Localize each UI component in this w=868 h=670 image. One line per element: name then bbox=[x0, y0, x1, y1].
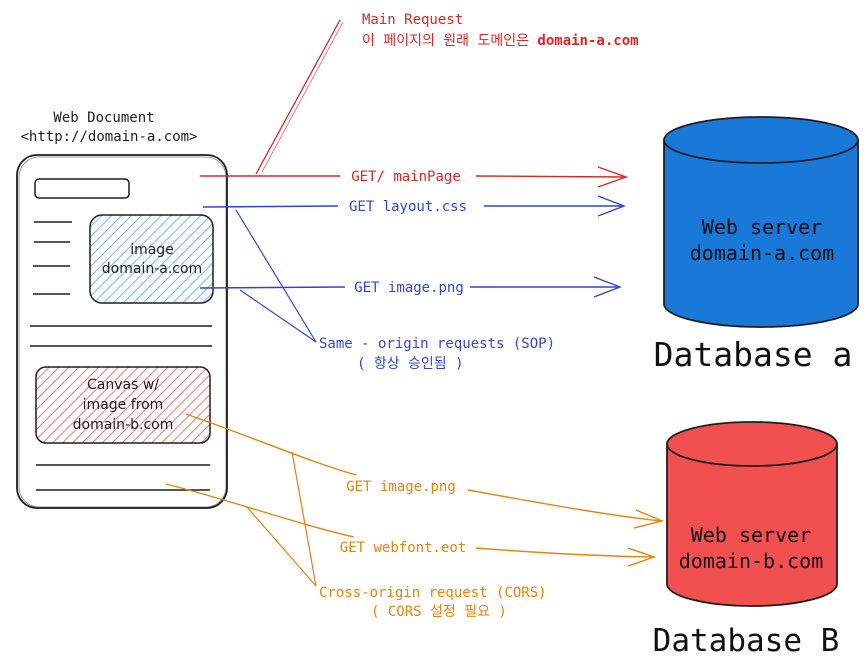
database-b-top bbox=[666, 421, 838, 467]
sop-pointer-1 bbox=[235, 209, 317, 343]
server-b-line2: domain-b.com bbox=[679, 549, 824, 573]
web-document-title: Web Document bbox=[53, 110, 154, 126]
document-frame bbox=[16, 154, 228, 509]
database-b: Web server domain-b.com Database B bbox=[653, 421, 840, 659]
request-label-mainpage: GET/ mainPage bbox=[351, 169, 461, 185]
canvas-box-line3: domain-b.com bbox=[73, 417, 174, 433]
cors-note-line2: ( CORS 설정 필요 ) bbox=[371, 604, 507, 620]
request-label-layout-css: GET layout.css bbox=[349, 199, 467, 215]
arrowhead-webfont bbox=[627, 547, 657, 567]
database-b-body bbox=[666, 443, 838, 607]
database-a-top bbox=[663, 116, 859, 164]
database-a-caption: Database a bbox=[654, 335, 853, 374]
web-document-url: <http://domain-a.com> bbox=[20, 129, 197, 145]
document-text-lines-bottom bbox=[36, 464, 210, 491]
main-request-callout: Main Request 이 페이지의 원래 도메인은 domain-a.com bbox=[255, 12, 639, 175]
main-request-description: 이 페이지의 원래 도메인은 domain-a.com bbox=[362, 33, 639, 49]
arrow-mainpage bbox=[475, 175, 625, 178]
main-request-desc-domain: domain-a.com bbox=[537, 33, 638, 49]
arrow-image-b bbox=[467, 489, 661, 522]
main-request-desc-prefix: 이 페이지의 원래 도메인은 bbox=[362, 33, 537, 49]
arrowhead-image-b bbox=[633, 509, 665, 529]
arrowhead-mainpage bbox=[597, 166, 629, 188]
main-request-pointer bbox=[255, 19, 341, 175]
cors-note-line1: Cross-origin request (CORS) bbox=[319, 585, 547, 601]
same-origin-arrows: GET/ mainPage GET layout.css GET image.p… bbox=[199, 166, 629, 372]
canvas-box-line2: image from bbox=[83, 397, 164, 413]
canvas-box-line1: Canvas w/ bbox=[87, 377, 159, 393]
server-a-line2: domain-a.com bbox=[690, 241, 835, 265]
sop-note-line1: Same - origin requests (SOP) bbox=[319, 336, 555, 352]
database-a: Web server domain-a.com Database a bbox=[654, 116, 859, 374]
request-label-webfont: GET webfont.eot bbox=[340, 540, 466, 556]
web-document: Web Document <http://domain-a.com> image… bbox=[16, 110, 228, 509]
database-a-body bbox=[663, 139, 859, 328]
canvas-box bbox=[35, 366, 211, 444]
database-b-caption: Database B bbox=[653, 623, 840, 659]
arrowhead-layout-css bbox=[597, 195, 626, 217]
image-box-line2: domain-a.com bbox=[102, 261, 202, 277]
cors-pointer-2 bbox=[245, 505, 317, 587]
server-b-line1: Web server bbox=[691, 523, 811, 547]
arrow-webfont bbox=[475, 547, 653, 558]
cors-pointer-1 bbox=[291, 451, 317, 587]
cross-origin-arrows: GET image.png GET webfont.eot Cross-orig… bbox=[165, 413, 665, 620]
request-label-image-a: GET image.png bbox=[354, 280, 464, 296]
document-text-lines-top bbox=[30, 221, 212, 347]
image-box-line1: image bbox=[130, 242, 174, 258]
main-request-title: Main Request bbox=[362, 12, 463, 28]
sop-note-line2: ( 항상 승인됨 ) bbox=[357, 356, 464, 372]
request-label-image-b: GET image.png bbox=[346, 479, 456, 495]
sop-pointer-2 bbox=[239, 289, 317, 343]
server-a-line1: Web server bbox=[702, 215, 822, 239]
image-box bbox=[89, 214, 214, 304]
arrowhead-image-a bbox=[593, 276, 622, 298]
document-header-bar bbox=[34, 178, 130, 199]
